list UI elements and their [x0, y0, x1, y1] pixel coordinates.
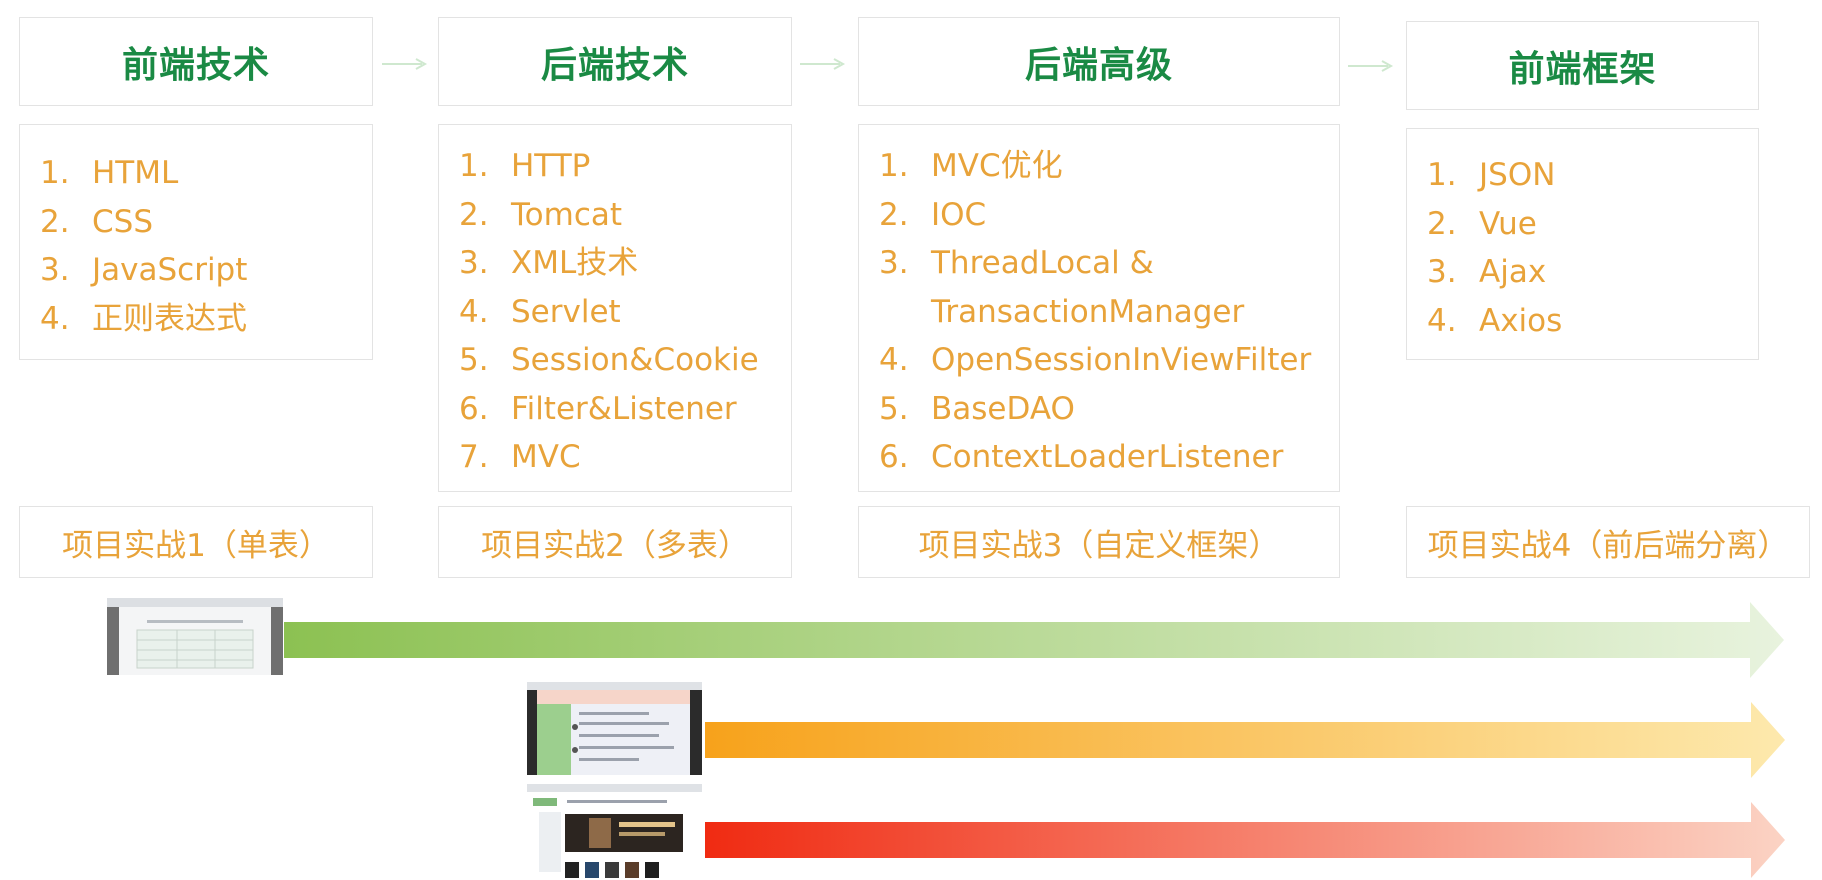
project-box-3: 项目实战3（自定义框架） — [858, 506, 1340, 578]
list-item: 3.Ajax — [1427, 254, 1547, 290]
timeline-arrow-green — [284, 602, 1784, 678]
list-item: 2.Vue — [1427, 205, 1537, 242]
topic-list-frontend-tech: 1.HTML 2.CSS 3.JavaScript 4.正则表达式 — [19, 124, 373, 360]
list-item: 2.Tomcat — [459, 196, 623, 233]
project-box-4: 项目实战4（前后端分离） — [1406, 506, 1810, 578]
list-item: 3.XML技术 — [459, 245, 639, 281]
list-item: 2.CSS — [40, 203, 154, 240]
header-title: 前端框架 — [1508, 48, 1657, 90]
list-item: 5.Session&Cookie — [459, 342, 759, 378]
project-screenshot-3 — [527, 784, 702, 880]
list-item: 2.IOC — [879, 196, 987, 233]
list-item: 7.MVC — [459, 439, 581, 475]
list-item: TransactionManager — [931, 293, 1245, 330]
list-item: 4.Axios — [1427, 302, 1563, 339]
header-title: 后端技术 — [540, 44, 689, 86]
connector-arrow-3 — [1348, 60, 1394, 72]
list-item: 5.BaseDAO — [879, 390, 1075, 427]
header-backend-tech: 后端技术 — [438, 17, 792, 106]
list-item: 1.MVC优化 — [879, 148, 1063, 184]
list-item: 3.ThreadLocal & — [879, 245, 1154, 281]
list-item: 4.Servlet — [459, 293, 621, 330]
header-title: 后端高级 — [1024, 44, 1173, 86]
project-box-1: 项目实战1（单表） — [19, 506, 373, 578]
list-item: 1.JSON — [1427, 157, 1556, 193]
header-backend-advanced: 后端高级 — [858, 17, 1340, 106]
project-box-2: 项目实战2（多表） — [438, 506, 792, 578]
project-label: 项目实战4（前后端分离） — [1427, 527, 1789, 564]
project-label: 项目实战3（自定义框架） — [918, 527, 1280, 564]
header-frontend-framework: 前端框架 — [1406, 21, 1759, 110]
project-screenshot-1 — [107, 598, 283, 675]
list-item: 4.OpenSessionInViewFilter — [879, 342, 1312, 378]
topic-list-backend-tech: 1.HTTP 2.Tomcat 3.XML技术 4.Servlet 5.Sess… — [438, 124, 792, 492]
connector-arrow-1 — [382, 58, 428, 70]
project-screenshot-2 — [527, 682, 702, 775]
connector-arrow-2 — [800, 58, 846, 70]
list-item: 3.JavaScript — [40, 252, 248, 288]
header-title: 前端技术 — [121, 44, 270, 86]
list-item: 6.Filter&Listener — [459, 390, 737, 427]
list-item: 1.HTTP — [459, 148, 591, 184]
timeline-arrow-orange — [705, 702, 1785, 778]
header-frontend-tech: 前端技术 — [19, 17, 373, 106]
list-item: 6.ContextLoaderListener — [879, 439, 1284, 475]
list-item: 1.HTML — [40, 155, 179, 191]
timeline-arrow-red — [705, 802, 1785, 878]
list-item: 4.正则表达式 — [40, 300, 247, 337]
project-label: 项目实战1（单表） — [62, 527, 330, 564]
topic-list-backend-advanced: 1.MVC优化 2.IOC 3.ThreadLocal & Transactio… — [858, 124, 1340, 492]
topic-list-frontend-framework: 1.JSON 2.Vue 3.Ajax 4.Axios — [1406, 128, 1759, 360]
project-label: 项目实战2（多表） — [481, 527, 749, 564]
